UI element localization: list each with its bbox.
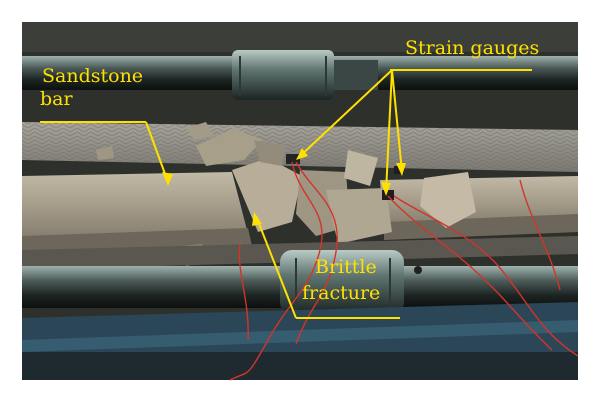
sandstone-bar (22, 172, 248, 244)
strain-gauges (286, 154, 404, 200)
lower-rod-sleeve (280, 250, 404, 314)
lead-wires (229, 161, 579, 381)
sandstone-label-line1: Sandstone (42, 65, 144, 87)
brittle-fracture-label-line1: Brittle (315, 256, 377, 278)
annotation-arrows (40, 69, 532, 319)
brittle-fracture-label-line2: fracture (302, 282, 381, 304)
strain-gauges-label: Strain gauges (405, 37, 540, 59)
sandstone-label-line2: bar (40, 88, 73, 110)
fracture-fragments (96, 122, 476, 266)
upper-rod-sleeve (232, 50, 334, 100)
